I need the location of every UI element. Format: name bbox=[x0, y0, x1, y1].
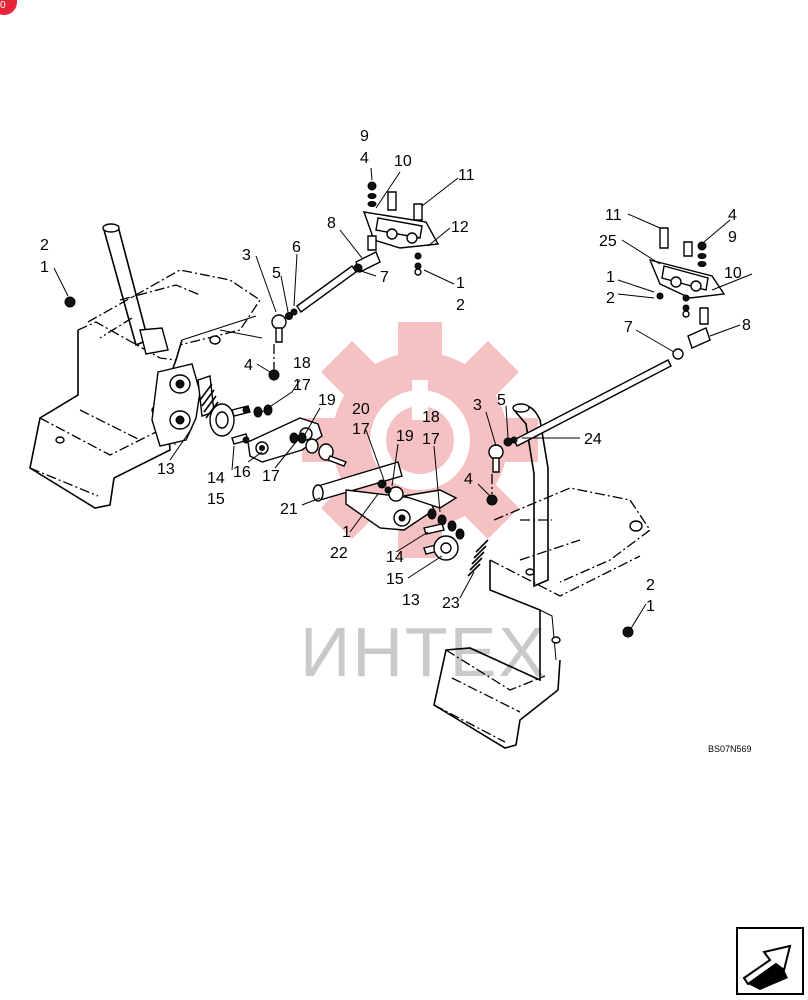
left-upper-clevis bbox=[353, 251, 381, 273]
left-spring bbox=[199, 383, 219, 419]
callout: 17 bbox=[422, 431, 440, 448]
callout: 4 bbox=[464, 471, 473, 488]
left-bearing-plate bbox=[209, 403, 235, 437]
callout: 2 bbox=[40, 237, 49, 254]
right-nut-4 bbox=[486, 494, 498, 506]
callout: 10 bbox=[724, 265, 742, 282]
callout: 1 bbox=[456, 275, 465, 292]
callout: 21 bbox=[280, 501, 298, 518]
callout: 3 bbox=[473, 397, 482, 414]
callout: 8 bbox=[327, 215, 336, 232]
callout: 4 bbox=[360, 150, 369, 167]
callout: 19 bbox=[318, 392, 336, 409]
callout: 1 bbox=[646, 598, 655, 615]
callout: 4 bbox=[728, 207, 737, 224]
next-page-button[interactable] bbox=[736, 927, 804, 995]
callout: 12 bbox=[451, 219, 469, 236]
callout: 7 bbox=[380, 269, 389, 286]
right-rod-end bbox=[488, 436, 518, 473]
right-top-bracket bbox=[648, 227, 726, 325]
callout: 8 bbox=[742, 317, 751, 334]
callout: 9 bbox=[360, 128, 369, 145]
callout: 24 bbox=[584, 431, 602, 448]
callout: 2 bbox=[606, 290, 615, 307]
callout: 25 bbox=[599, 233, 617, 250]
left-top-bracket bbox=[362, 181, 440, 276]
leader-lines bbox=[53, 167, 753, 631]
left-bolts bbox=[231, 405, 251, 445]
callout: 22 bbox=[330, 545, 348, 562]
callout: 3 bbox=[242, 247, 251, 264]
callout: 11 bbox=[605, 207, 622, 224]
callout: 18 bbox=[422, 409, 440, 426]
callout: 5 bbox=[272, 265, 281, 282]
callout: 1 bbox=[606, 269, 615, 286]
left-rod-end bbox=[271, 308, 298, 343]
callout: 2 bbox=[646, 577, 655, 594]
corner-badge-text: 0 bbox=[0, 0, 6, 11]
callout: 11 bbox=[458, 167, 475, 184]
callout: 18 bbox=[293, 355, 311, 372]
right-control-lever bbox=[512, 403, 552, 588]
right-bearing-plate bbox=[433, 535, 459, 561]
callout: 20 bbox=[352, 401, 370, 418]
left-nut-4 bbox=[268, 369, 280, 381]
left-loose-nut bbox=[64, 296, 76, 308]
callout: 5 bbox=[497, 392, 506, 409]
right-spring bbox=[467, 539, 489, 577]
callout-labels: 9 4 10 11 8 12 7 1 2 2 1 3 5 6 4 18 17 1… bbox=[40, 128, 751, 615]
callout: 9 bbox=[728, 229, 737, 246]
callout: 1 bbox=[40, 259, 49, 276]
callout: 4 bbox=[244, 357, 253, 374]
callout: 19 bbox=[396, 428, 414, 445]
center-washers bbox=[427, 508, 465, 540]
callout: 17 bbox=[293, 377, 311, 394]
left-control-lever bbox=[99, 223, 169, 355]
callout: 13 bbox=[157, 461, 175, 478]
callout: 16 bbox=[233, 464, 251, 481]
left-pins bbox=[327, 455, 347, 467]
callout: 15 bbox=[386, 571, 404, 588]
callout: 15 bbox=[207, 491, 225, 508]
corner-badge: 0 bbox=[0, 0, 17, 15]
callout: 14 bbox=[386, 549, 404, 566]
watermark-gear-icon bbox=[302, 322, 538, 558]
callout: 23 bbox=[442, 595, 460, 612]
callout: 1 bbox=[342, 524, 351, 541]
watermark-text: ИНТЕХ bbox=[300, 613, 547, 691]
drawing-code: BS07N569 bbox=[708, 744, 752, 754]
right-floor-bracket bbox=[433, 487, 651, 749]
left-floor-bracket bbox=[29, 269, 263, 509]
callout: 17 bbox=[262, 468, 280, 485]
callout: 13 bbox=[402, 592, 420, 609]
next-page-arrow-icon bbox=[742, 944, 792, 990]
callout: 14 bbox=[207, 470, 225, 487]
right-push-rod bbox=[513, 359, 672, 447]
callout: 2 bbox=[456, 297, 465, 314]
left-push-rod bbox=[296, 265, 357, 313]
left-control-valve bbox=[151, 363, 215, 447]
right-upper-clevis bbox=[672, 327, 711, 360]
callout: 7 bbox=[624, 319, 633, 336]
callout: 17 bbox=[352, 421, 370, 438]
callout: 10 bbox=[394, 153, 412, 170]
callout: 6 bbox=[292, 239, 301, 256]
